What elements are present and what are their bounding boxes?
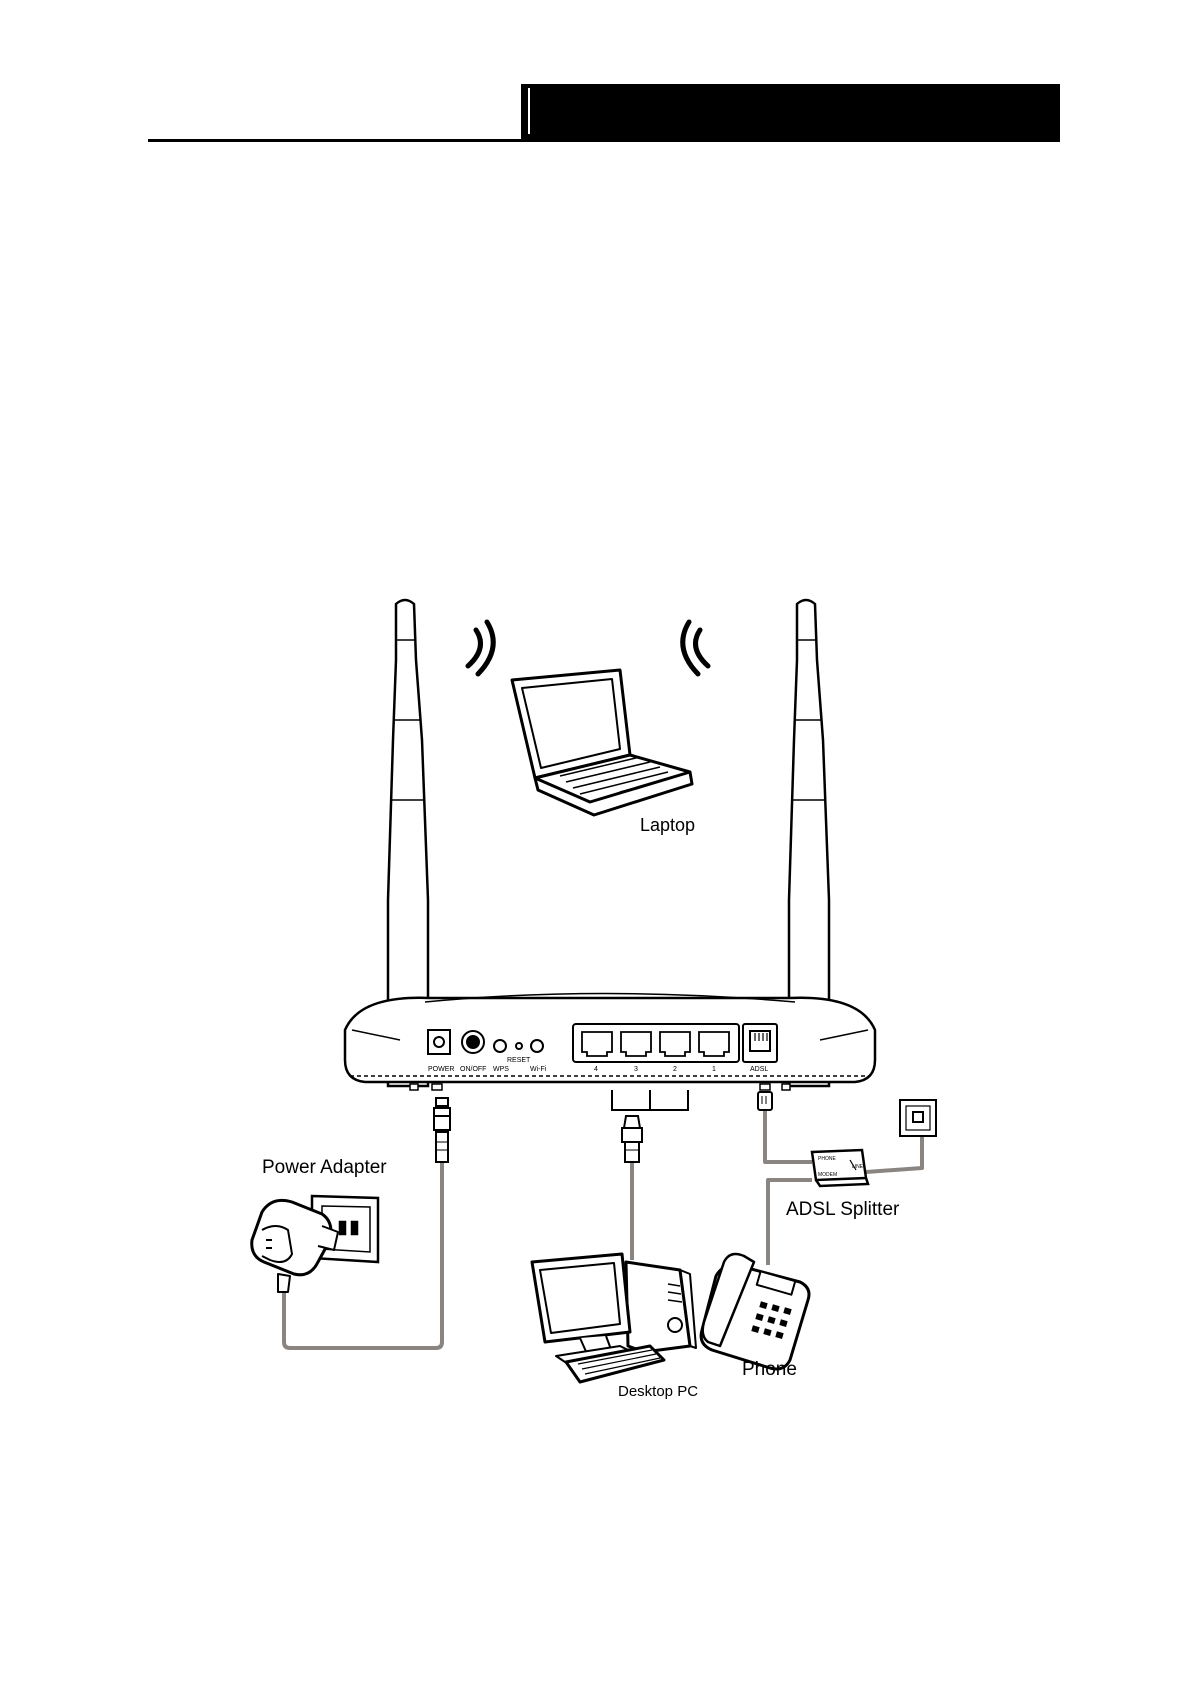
port-label-onoff: ON/OFF	[460, 1066, 486, 1073]
adsl-splitter-icon	[810, 1148, 870, 1188]
header-bar-inner	[528, 88, 1055, 134]
power-plug-connector	[433, 1097, 451, 1163]
cables	[282, 1110, 924, 1350]
power-adapter-icon	[250, 1198, 339, 1293]
port-label-adsl: ADSL	[750, 1066, 768, 1073]
phone-icon	[699, 1252, 811, 1371]
desktop-pc-icon	[530, 1252, 697, 1384]
desktop-pc-label: Desktop PC	[618, 1383, 698, 1400]
router-feet	[409, 1083, 791, 1091]
wifi-waves-left	[465, 619, 496, 677]
port-label-reset: RESET	[507, 1057, 531, 1064]
laptop-icon	[510, 668, 694, 817]
port-label-power: POWER	[428, 1066, 454, 1073]
router-adsl-port	[742, 1023, 778, 1063]
wall-phone-jack-icon	[899, 1099, 937, 1137]
phone-cable	[766, 1178, 812, 1265]
router-wps-reset-wifi	[493, 1039, 544, 1053]
port-label-wps: WPS	[493, 1066, 509, 1073]
splitter-text-modem: MODEM	[818, 1172, 837, 1178]
router-power-jack	[427, 1029, 451, 1055]
port-label-lan4: 4	[594, 1066, 598, 1073]
adsl-cable	[763, 1110, 812, 1164]
phone-label: Phone	[742, 1359, 797, 1380]
port-label-lan2: 2	[673, 1066, 677, 1073]
router-lan-ports	[572, 1023, 740, 1063]
line-cable	[865, 1128, 924, 1174]
splitter-text-phone: PHONE	[818, 1156, 836, 1162]
port-label-lan3: 3	[634, 1066, 638, 1073]
splitter-text-line: LINE	[852, 1164, 864, 1170]
adsl-connector	[757, 1091, 773, 1111]
ethernet-connector	[621, 1115, 643, 1163]
port-label-wifi: Wi-Fi	[530, 1066, 547, 1073]
router-onoff-button	[461, 1030, 485, 1054]
adsl-splitter-label: ADSL Splitter	[786, 1199, 900, 1220]
port-label-lan1: 1	[712, 1066, 716, 1073]
right-antenna	[787, 598, 831, 1088]
wifi-waves-right	[680, 619, 711, 677]
power-cable	[282, 1162, 444, 1350]
lan-bracket	[611, 1090, 689, 1111]
header-rule	[148, 139, 523, 142]
laptop-label: Laptop	[640, 815, 695, 835]
power-adapter-label: Power Adapter	[262, 1157, 387, 1178]
left-antenna	[386, 598, 430, 1088]
